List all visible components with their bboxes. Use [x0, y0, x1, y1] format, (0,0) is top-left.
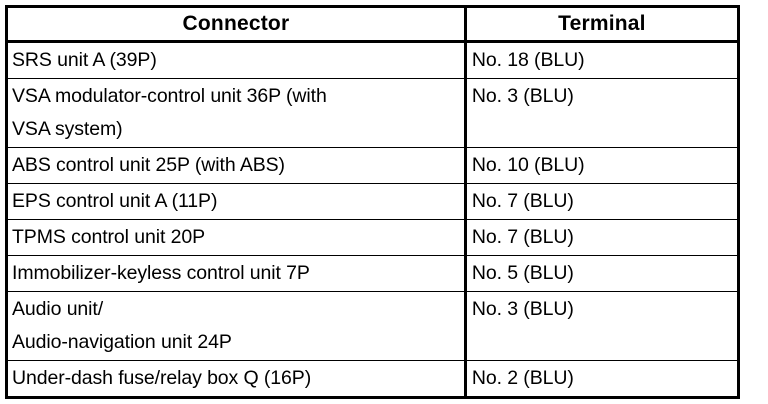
cell-connector: Immobilizer-keyless control unit 7P — [6, 255, 467, 292]
cell-connector-text: SRS unit A (39P) — [12, 49, 157, 71]
cell-connector: Under-dash fuse/relay box Q (16P) — [6, 360, 467, 398]
connector-terminal-table: Connector Terminal SRS unit A (39P) No. … — [5, 5, 740, 399]
table-row: EPS control unit A (11P) No. 7 (BLU) — [6, 183, 740, 220]
column-header-terminal-label: Terminal — [558, 12, 646, 35]
cell-terminal: No. 18 (BLU) — [464, 41, 740, 79]
table-row: VSA modulator-control unit 36P (with VSA… — [6, 78, 740, 148]
column-header-connector-label: Connector — [182, 12, 290, 35]
cell-connector: SRS unit A (39P) — [6, 41, 467, 79]
cell-connector: EPS control unit A (11P) — [6, 183, 467, 220]
table-row: TPMS control unit 20P No. 7 (BLU) — [6, 219, 740, 256]
cell-terminal: No. 3 (BLU) — [464, 291, 740, 361]
cell-terminal: No. 2 (BLU) — [464, 360, 740, 398]
cell-connector: ABS control unit 25P (with ABS) — [6, 147, 467, 184]
table-row: Audio unit/ Audio-navigation unit 24P No… — [6, 291, 740, 361]
cell-terminal-text: No. 3 (BLU) — [471, 298, 574, 320]
cell-terminal-text: No. 2 (BLU) — [471, 367, 574, 389]
cell-connector: TPMS control unit 20P — [6, 219, 467, 256]
cell-connector-text: TPMS control unit 20P — [12, 226, 205, 248]
table-row: ABS control unit 25P (with ABS) No. 10 (… — [6, 147, 740, 184]
cell-terminal: No. 7 (BLU) — [464, 219, 740, 256]
cell-terminal-text: No. 5 (BLU) — [471, 262, 574, 284]
table-body: SRS unit A (39P) No. 18 (BLU) VSA modula… — [6, 41, 740, 398]
table-row: Under-dash fuse/relay box Q (16P) No. 2 … — [6, 360, 740, 398]
cell-connector-text: VSA modulator-control unit 36P (with VSA… — [12, 85, 327, 140]
cell-terminal-text: No. 7 (BLU) — [471, 226, 574, 248]
cell-terminal: No. 7 (BLU) — [464, 183, 740, 220]
cell-terminal-text: No. 10 (BLU) — [471, 154, 585, 176]
cell-terminal: No. 5 (BLU) — [464, 255, 740, 292]
cell-connector-text: EPS control unit A (11P) — [12, 190, 218, 212]
cell-connector-text: ABS control unit 25P (with ABS) — [12, 154, 285, 176]
table-row: Immobilizer-keyless control unit 7P No. … — [6, 255, 740, 292]
cell-connector: VSA modulator-control unit 36P (with VSA… — [6, 78, 467, 148]
cell-terminal: No. 10 (BLU) — [464, 147, 740, 184]
cell-terminal: No. 3 (BLU) — [464, 78, 740, 148]
cell-terminal-text: No. 7 (BLU) — [471, 190, 574, 212]
column-header-connector: Connector — [6, 6, 467, 43]
cell-terminal-text: No. 3 (BLU) — [471, 85, 574, 107]
table-header-row: Connector Terminal — [6, 6, 740, 43]
cell-connector-text: Under-dash fuse/relay box Q (16P) — [12, 367, 312, 389]
table-row: SRS unit A (39P) No. 18 (BLU) — [6, 41, 740, 79]
cell-connector-text: Audio unit/ Audio-navigation unit 24P — [12, 298, 232, 353]
cell-terminal-text: No. 18 (BLU) — [471, 49, 585, 71]
cell-connector: Audio unit/ Audio-navigation unit 24P — [6, 291, 467, 361]
column-header-terminal: Terminal — [464, 6, 740, 43]
cell-connector-text: Immobilizer-keyless control unit 7P — [12, 262, 310, 284]
table-header: Connector Terminal — [6, 6, 740, 43]
